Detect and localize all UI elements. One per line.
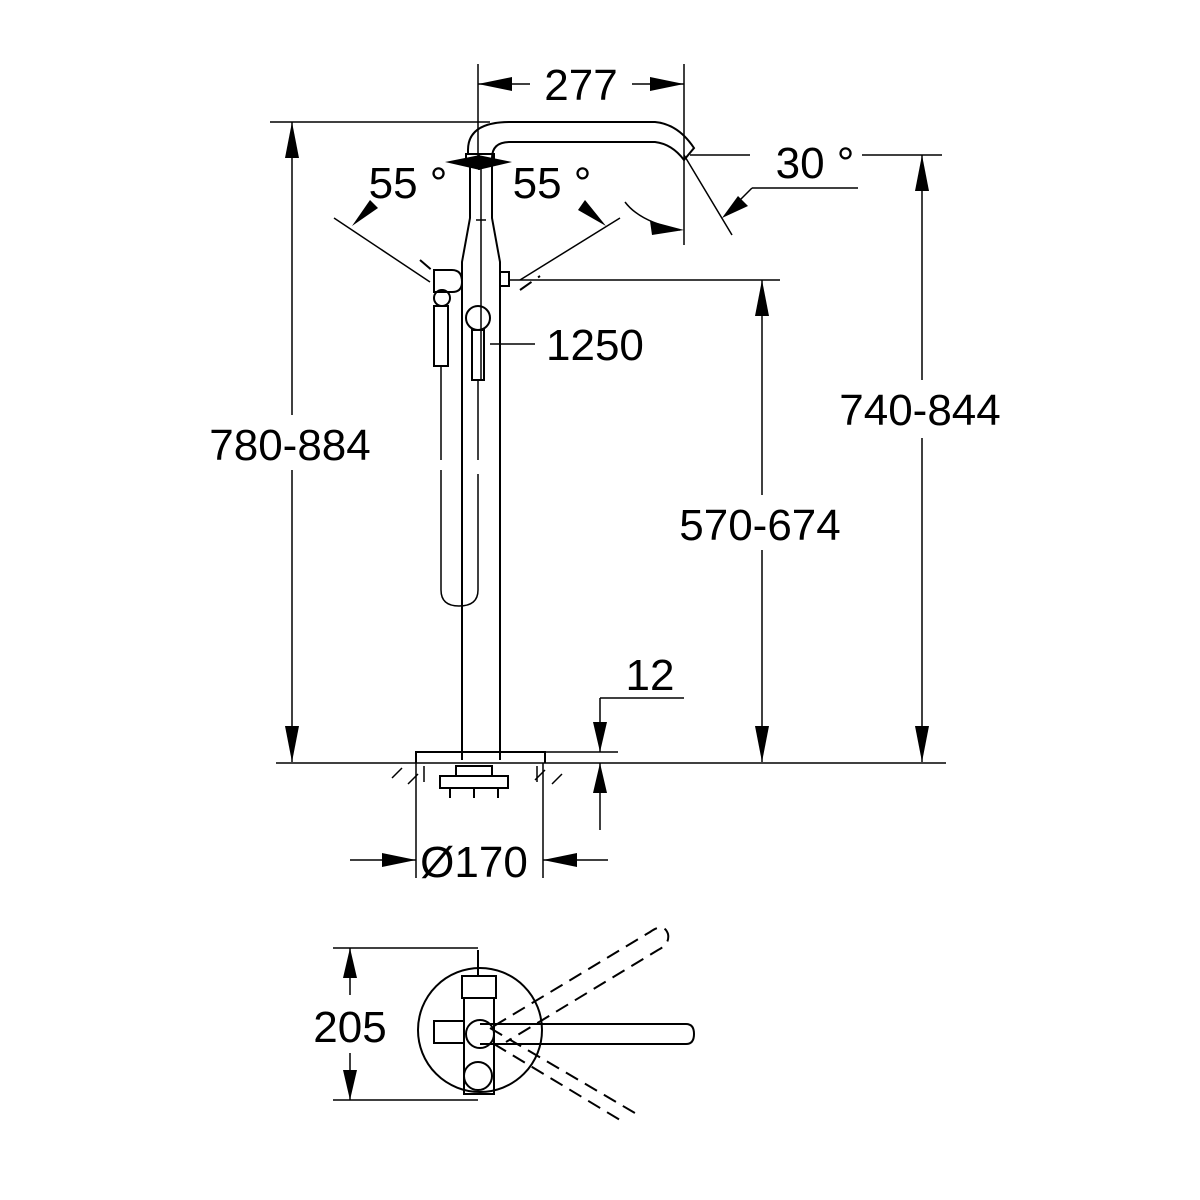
dimension-handshower-height: 570-674 [510,279,841,762]
label-hose-length: 1250 [546,321,644,370]
dimension-spout-height: 740-844 [690,154,1001,762]
dimension-spout-angle: 30 ° [624,139,858,236]
dimension-base-diameter: Ø170 [350,763,608,887]
label-handle-angle-left: 55 ° [369,159,448,208]
label-spout-reach: 277 [544,61,617,110]
faucet-plan-view [417,926,696,1121]
label-base-diameter: Ø170 [420,838,528,887]
dimension-base-thickness: 12 [593,651,684,830]
label-handshower-height: 570-674 [679,501,840,550]
base-and-floor [276,751,946,798]
label-base-thickness: 12 [626,651,675,700]
dimension-handle-angles: 55 ° 55 ° [333,155,621,283]
dimension-spout-reach: 277 [477,61,685,245]
label-spout-height: 740-844 [839,386,1000,435]
label-spout-angle: 30 ° [776,139,855,188]
dimension-plan-depth: 205 [313,947,478,1101]
dimension-total-height: 780-884 [209,122,371,762]
label-handle-angle-right: 55 ° [513,159,592,208]
label-total-height: 780-884 [209,421,370,470]
faucet-elevation: 1250 [419,121,696,760]
label-plan-depth: 205 [313,1003,386,1052]
